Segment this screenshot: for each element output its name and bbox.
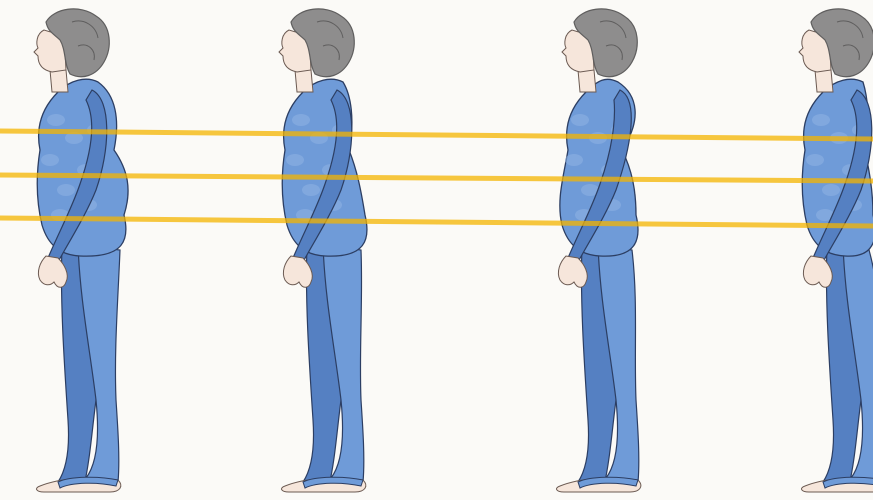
suit-pattern-spot — [571, 114, 589, 126]
suit-pattern-spot — [565, 154, 583, 166]
suit-pattern-spot — [812, 114, 830, 126]
suit-pattern-spot — [57, 184, 75, 196]
suit-pattern-spot — [286, 154, 304, 166]
neck — [50, 70, 68, 92]
suit-pattern-spot — [302, 184, 320, 196]
suit-pattern-spot — [822, 184, 840, 196]
suit-pattern-spot — [292, 114, 310, 126]
suit-pattern-spot — [41, 154, 59, 166]
neck — [578, 70, 596, 92]
suit-pattern-spot — [47, 114, 65, 126]
neck — [295, 70, 313, 92]
neck — [815, 70, 833, 92]
suit-pattern-spot — [806, 154, 824, 166]
